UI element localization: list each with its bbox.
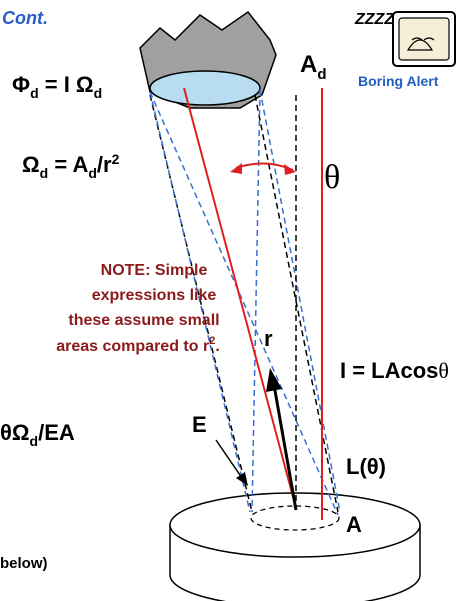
phi-rhs: = I Ω	[39, 72, 94, 97]
partial-lhs: θΩ	[0, 420, 30, 445]
theta-arc-arrow-right	[284, 164, 296, 175]
phi-rhs-sub: d	[94, 85, 103, 101]
detector	[139, 10, 277, 109]
omega-sub: d	[40, 165, 49, 181]
e-pointer-line	[215, 439, 243, 479]
ad-label: Ad	[300, 51, 327, 83]
partial-equation: θΩd/EA	[0, 420, 75, 449]
e-label: E	[192, 412, 207, 437]
blue-dashed-right	[259, 89, 341, 513]
note-line-4: areas compared to r2.	[56, 335, 220, 355]
red-ray-line	[183, 87, 297, 509]
ad-sub: d	[317, 66, 326, 83]
note-line-3: these assume small	[68, 312, 219, 329]
omega-sup: 2	[112, 151, 120, 167]
partial-rhs: /EA	[38, 420, 75, 445]
source-area-ellipse	[250, 505, 340, 531]
r-label: r	[264, 326, 273, 351]
note-line-1: NOTE: Simple	[101, 262, 208, 279]
blue-dashed-mid	[149, 91, 339, 516]
intensity-theta: θ	[438, 358, 449, 383]
theta-arc-arrow-left	[230, 163, 242, 174]
below-text: below)	[0, 555, 48, 572]
omega-eq: = A	[48, 152, 88, 177]
boring-alert-badge	[392, 11, 456, 67]
omega-div: /r	[97, 152, 112, 177]
intensity-equation: I = LAcosθ	[340, 358, 449, 383]
a-label: A	[346, 512, 362, 537]
omega-equation: Ωd = Ad/r2	[22, 151, 120, 181]
cont-label: Cont.	[2, 8, 48, 28]
boring-alert-label: Boring Alert	[358, 73, 439, 89]
surface-disk	[169, 492, 421, 601]
theta-label: θ	[324, 159, 340, 196]
radiance-arrow-head	[266, 368, 282, 392]
note-line-4-end: .	[215, 338, 219, 355]
zzz-text: ZZZZ	[354, 11, 395, 28]
omega-symbol: Ω	[22, 152, 40, 177]
note-line-2: expressions like	[92, 287, 217, 304]
blue-dashed-left	[149, 91, 251, 513]
detector-lens	[149, 70, 261, 106]
phi-symbol: Φ	[12, 72, 30, 97]
radiance-arrow	[272, 384, 298, 511]
phi-sub: d	[30, 85, 39, 101]
partial-sub: d	[30, 433, 39, 449]
omega-ad-sub: d	[88, 165, 97, 181]
intensity-main: I = LAcos	[340, 358, 438, 383]
l-theta-label: L(θ)	[346, 454, 386, 479]
e-pointer-head	[236, 472, 248, 486]
ad-main: A	[300, 51, 317, 78]
note-line-4-sup: 2	[209, 335, 215, 347]
phi-equation: Φd = I Ωd	[12, 72, 102, 101]
note-line-4-text: areas compared to r	[56, 338, 209, 355]
blue-dashed-right-cross	[251, 89, 261, 513]
